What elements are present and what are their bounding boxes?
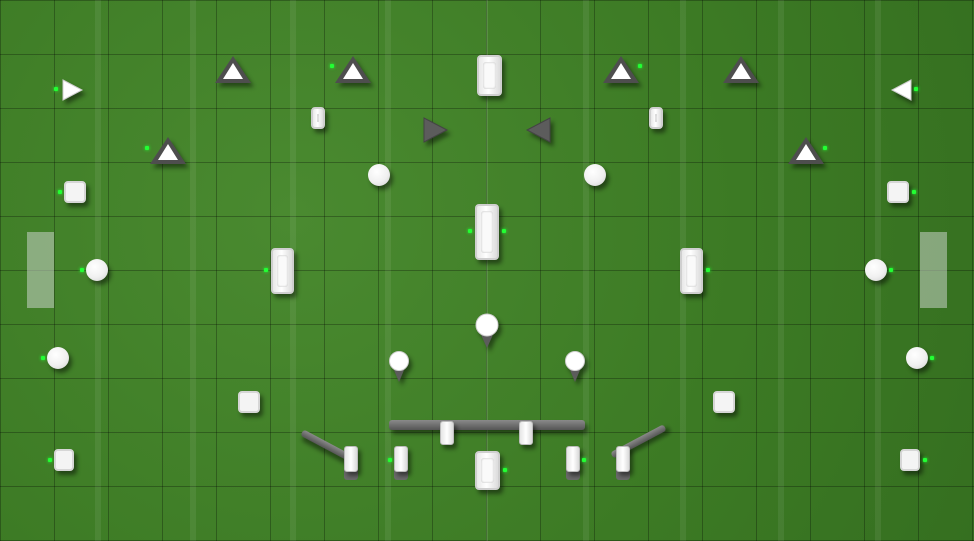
cylinder-bunker[interactable] [86, 259, 108, 281]
cylinder-bunker[interactable] [865, 259, 887, 281]
position-marker [264, 268, 268, 272]
right-start-box [920, 232, 947, 308]
position-marker [58, 190, 62, 194]
lane-stripe [583, 0, 589, 541]
cube-bunker[interactable] [887, 181, 909, 203]
pyramid-bunker[interactable] [787, 136, 825, 166]
cube-bunker[interactable] [238, 391, 260, 413]
snake-bunker[interactable] [389, 420, 585, 430]
position-marker [502, 229, 506, 233]
center-can-bunker[interactable] [475, 204, 499, 260]
wedge-bunker-right[interactable] [890, 78, 914, 102]
dark-wedge-bunker[interactable] [421, 116, 449, 144]
wedge-bunker-left[interactable] [60, 78, 84, 102]
center-line [486, 0, 488, 541]
mid-can-bunker[interactable] [271, 248, 294, 294]
left-start-box [27, 232, 54, 308]
cylinder-bunker[interactable] [368, 164, 390, 186]
cylinder-bunker[interactable] [584, 164, 606, 186]
position-marker [41, 356, 45, 360]
position-marker [638, 64, 642, 68]
snake-can[interactable] [519, 421, 533, 445]
dark-wedge-bunker[interactable] [525, 116, 553, 144]
center-bottom-can-bunker[interactable] [475, 451, 500, 490]
pillar-bunker[interactable] [394, 446, 408, 472]
position-marker [912, 190, 916, 194]
position-marker [889, 268, 893, 272]
lane-stripe [190, 0, 196, 541]
position-marker [80, 268, 84, 272]
cone-bunker[interactable] [388, 350, 410, 384]
small-can-bunker[interactable] [649, 107, 663, 129]
position-marker [145, 146, 149, 150]
position-marker [503, 468, 507, 472]
position-marker [823, 146, 827, 150]
pyramid-bunker[interactable] [722, 55, 760, 85]
lane-stripe [385, 0, 391, 541]
position-marker [582, 458, 586, 462]
position-marker [468, 229, 472, 233]
pyramid-bunker[interactable] [214, 55, 252, 85]
cylinder-bunker[interactable] [47, 347, 69, 369]
cube-bunker[interactable] [900, 449, 920, 471]
cube-bunker[interactable] [64, 181, 86, 203]
pillar-bunker[interactable] [566, 446, 580, 472]
position-marker [914, 87, 918, 91]
position-marker [706, 268, 710, 272]
cube-bunker[interactable] [54, 449, 74, 471]
pyramid-bunker[interactable] [602, 55, 640, 85]
pyramid-bunker[interactable] [334, 55, 372, 85]
position-marker [48, 458, 52, 462]
snake-can[interactable] [440, 421, 454, 445]
cube-bunker[interactable] [713, 391, 735, 413]
mid-can-bunker[interactable] [680, 248, 703, 294]
pillar-bunker[interactable] [344, 446, 358, 472]
position-marker [923, 458, 927, 462]
position-marker [330, 64, 334, 68]
center-cone-bunker[interactable] [474, 312, 500, 350]
small-can-bunker[interactable] [311, 107, 325, 129]
lane-stripe [778, 0, 784, 541]
pyramid-bunker[interactable] [149, 136, 187, 166]
cone-bunker[interactable] [564, 350, 586, 384]
position-marker [930, 356, 934, 360]
pillar-bunker[interactable] [616, 446, 630, 472]
position-marker [54, 87, 58, 91]
center-top-can-bunker[interactable] [477, 55, 502, 96]
position-marker [388, 458, 392, 462]
cylinder-bunker[interactable] [906, 347, 928, 369]
